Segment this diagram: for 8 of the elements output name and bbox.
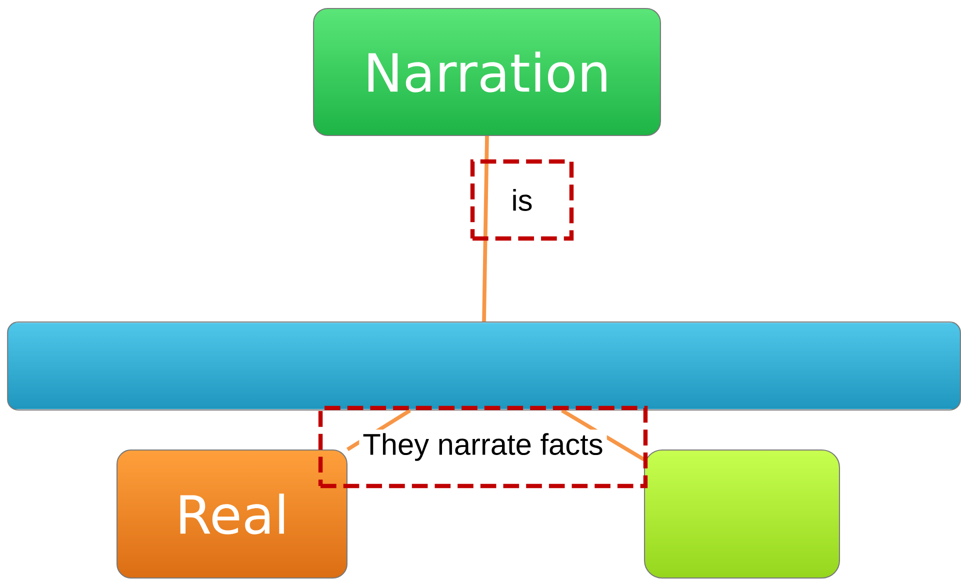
connector-line [561, 408, 645, 462]
process-box: Real [116, 450, 348, 579]
connector-line [482, 136, 489, 322]
edge-label: They narrate facts [318, 406, 648, 488]
empty-box [644, 450, 840, 579]
bar [7, 321, 961, 411]
edge-label: is [470, 159, 574, 241]
process-box: Narration [313, 8, 661, 136]
